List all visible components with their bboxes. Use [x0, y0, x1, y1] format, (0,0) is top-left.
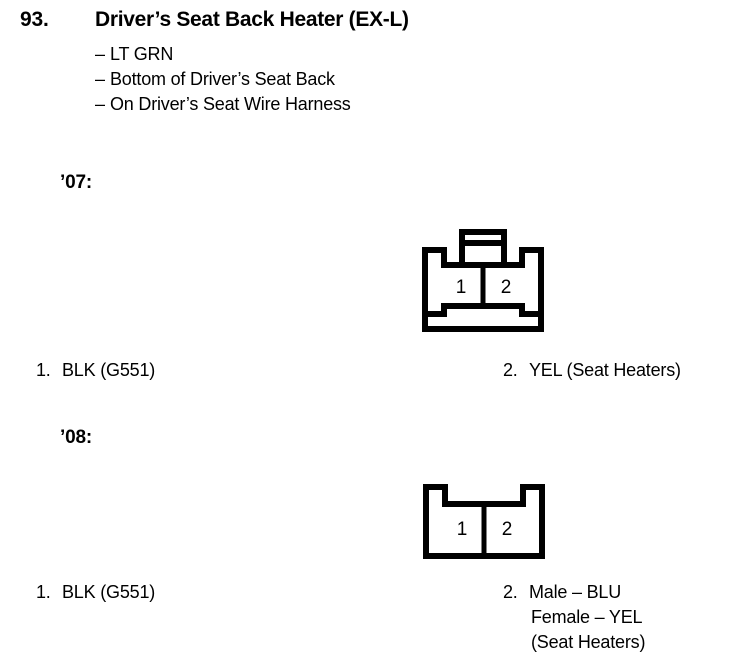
list-item: –LT GRN	[95, 42, 615, 67]
dash-icon: –	[95, 44, 105, 64]
pin-description: YEL (Seat Heaters)	[529, 360, 681, 380]
legend-line: Female – YEL	[531, 607, 643, 627]
year-label-07: ’07:	[60, 172, 92, 193]
entry-number: 93.	[20, 8, 49, 31]
latch-tab-neck	[459, 240, 507, 268]
connector-diagram-07: 1 2	[418, 228, 548, 336]
connector-foot-notches	[422, 303, 544, 329]
dash-icon: –	[95, 69, 105, 89]
list-item: –On Driver’s Seat Wire Harness	[95, 92, 615, 117]
legend-pin-2-08: 2. Male – BLU Female – YEL (Seat Heaters)	[503, 580, 645, 655]
pin-number: 2.	[503, 582, 518, 602]
list-item-label: Bottom of Driver’s Seat Back	[110, 69, 335, 89]
legend-pin-2-07: 2. YEL (Seat Heaters)	[503, 358, 681, 383]
legend-line: 2. YEL (Seat Heaters)	[503, 358, 681, 383]
cavity-label-2: 2	[502, 519, 513, 540]
legend-line: 2. Male – BLU	[503, 580, 645, 605]
list-item-label: On Driver’s Seat Wire Harness	[110, 94, 351, 114]
legend-pin-1-08: 1. BLK (G551)	[36, 580, 155, 605]
dash-icon: –	[95, 94, 105, 114]
pin-number: 1.	[36, 360, 51, 380]
connector-diagram-08: 1 2	[419, 481, 549, 563]
pin-description: Male – BLU	[529, 582, 622, 602]
connector-housing-outline	[422, 247, 544, 332]
cavity-label-2: 2	[501, 277, 512, 298]
pin-number: 2.	[503, 360, 518, 380]
cavity-label-1: 1	[456, 277, 467, 298]
legend-line: (Seat Heaters)	[531, 632, 646, 652]
pin-description: BLK (G551)	[62, 582, 156, 602]
pin-description: BLK (G551)	[62, 360, 156, 380]
connector-housing-outline	[423, 484, 545, 559]
legend-line: 1. BLK (G551)	[36, 358, 155, 383]
legend-pin-1-07: 1. BLK (G551)	[36, 358, 155, 383]
legend-line: 1. BLK (G551)	[36, 580, 155, 605]
list-item-label: LT GRN	[110, 44, 174, 64]
bullet-list: –LT GRN –Bottom of Driver’s Seat Back –O…	[95, 42, 615, 117]
cavity-label-1: 1	[457, 519, 468, 540]
list-item: –Bottom of Driver’s Seat Back	[95, 67, 615, 92]
page-title: Driver’s Seat Back Heater (EX-L)	[95, 8, 409, 31]
year-label-08: ’08:	[60, 427, 92, 448]
pin-number: 1.	[36, 582, 51, 602]
